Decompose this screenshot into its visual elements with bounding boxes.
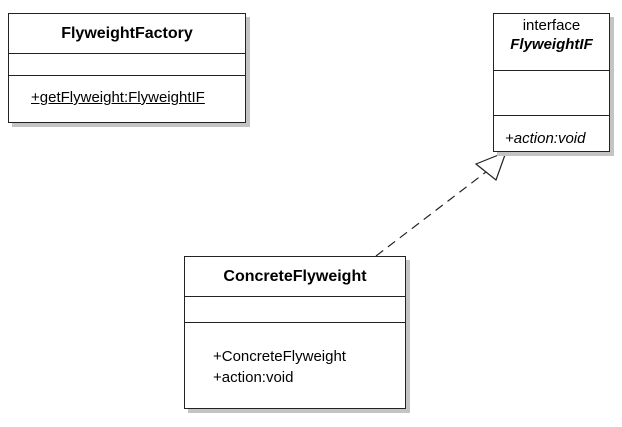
operation-constructor: +ConcreteFlyweight bbox=[213, 348, 346, 365]
attributes-section bbox=[185, 296, 405, 322]
interface-name: FlyweightIF bbox=[510, 36, 593, 53]
interface-stereotype: interface bbox=[522, 17, 581, 34]
class-name: FlyweightFactory bbox=[61, 25, 193, 42]
operations-section: +ConcreteFlyweight +action:void bbox=[185, 322, 405, 408]
attributes-section bbox=[9, 53, 245, 75]
flyweight-factory-class[interactable]: FlyweightFactory +getFlyweight:Flyweight… bbox=[8, 13, 246, 123]
operations-section: +action:void bbox=[494, 115, 609, 151]
class-name: ConcreteFlyweight bbox=[223, 268, 367, 285]
operation-get-flyweight: +getFlyweight:FlyweightIF bbox=[31, 89, 205, 106]
operation-action: +action:void bbox=[213, 369, 294, 386]
attributes-section bbox=[494, 70, 609, 115]
realization-arrowhead bbox=[474, 150, 508, 181]
concrete-flyweight-class[interactable]: ConcreteFlyweight +ConcreteFlyweight +ac… bbox=[184, 256, 406, 409]
operations-section: +getFlyweight:FlyweightIF bbox=[9, 75, 245, 122]
realization-line bbox=[375, 171, 487, 257]
flyweight-if-interface[interactable]: interface FlyweightIF +action:void bbox=[493, 13, 610, 152]
operation-action: +action:void bbox=[505, 130, 586, 147]
interface-header: interface FlyweightIF bbox=[494, 14, 609, 70]
